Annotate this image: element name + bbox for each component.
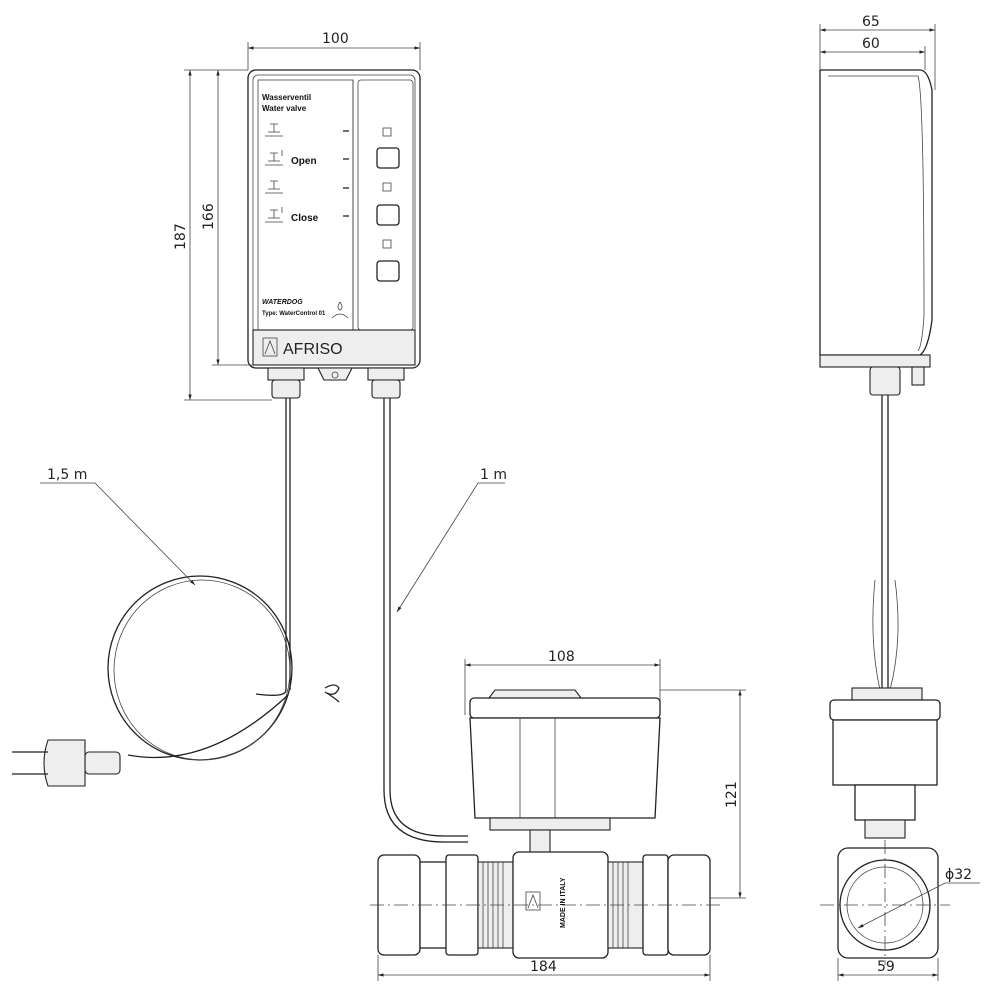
dim-box-width: 100 [322,31,349,47]
cable-glands [267,367,405,399]
power-plug [43,739,86,787]
dim-pipe-diameter: ϕ32 [945,867,972,883]
valve-icons [265,123,283,223]
water-drop-icon [331,301,349,319]
dim-valve-height: 121 [724,781,740,808]
valve-cable [383,398,468,843]
dim-box-height: 166 [201,203,217,230]
dim-side-width: 59 [877,959,895,975]
made-in-italy-label: MADE IN ITALY [560,877,567,928]
dimension-lines [40,24,980,981]
controller-front-view: Wasserventil Water valve Open Close WATE… [247,69,421,399]
dim-valve-length: 184 [530,959,557,975]
dim-actuator-width: 108 [548,649,575,665]
side-view [819,69,950,965]
plug-strain-relief [84,751,121,775]
title-de: Wasserventil [262,93,311,102]
close-label: Close [291,213,319,224]
dim-power-cable: 1,5 m [47,467,87,483]
brand-label: WATERDOG [262,299,303,306]
type-label: Type: WaterControl 01 [262,311,326,317]
valve-front-view: MADE IN ITALY [370,689,720,959]
dim-side-total: 65 [862,14,880,30]
dim-side-depth: 60 [862,36,880,52]
title-en: Water valve [262,104,307,113]
power-cable [12,398,340,787]
open-button[interactable] [376,147,400,169]
dim-valve-cable: 1 m [480,467,507,483]
afriso-logo-icon [262,337,278,357]
afriso-logo: AFRISO [283,341,343,358]
dim-box-height-total: 187 [173,223,189,250]
button-led-column [343,127,400,282]
close-button[interactable] [376,204,400,226]
open-label: Open [291,156,317,167]
dimension-labels: 100 187 166 65 60 1,5 m 1 m 108 121 184 … [47,14,972,975]
third-button[interactable] [376,260,400,282]
